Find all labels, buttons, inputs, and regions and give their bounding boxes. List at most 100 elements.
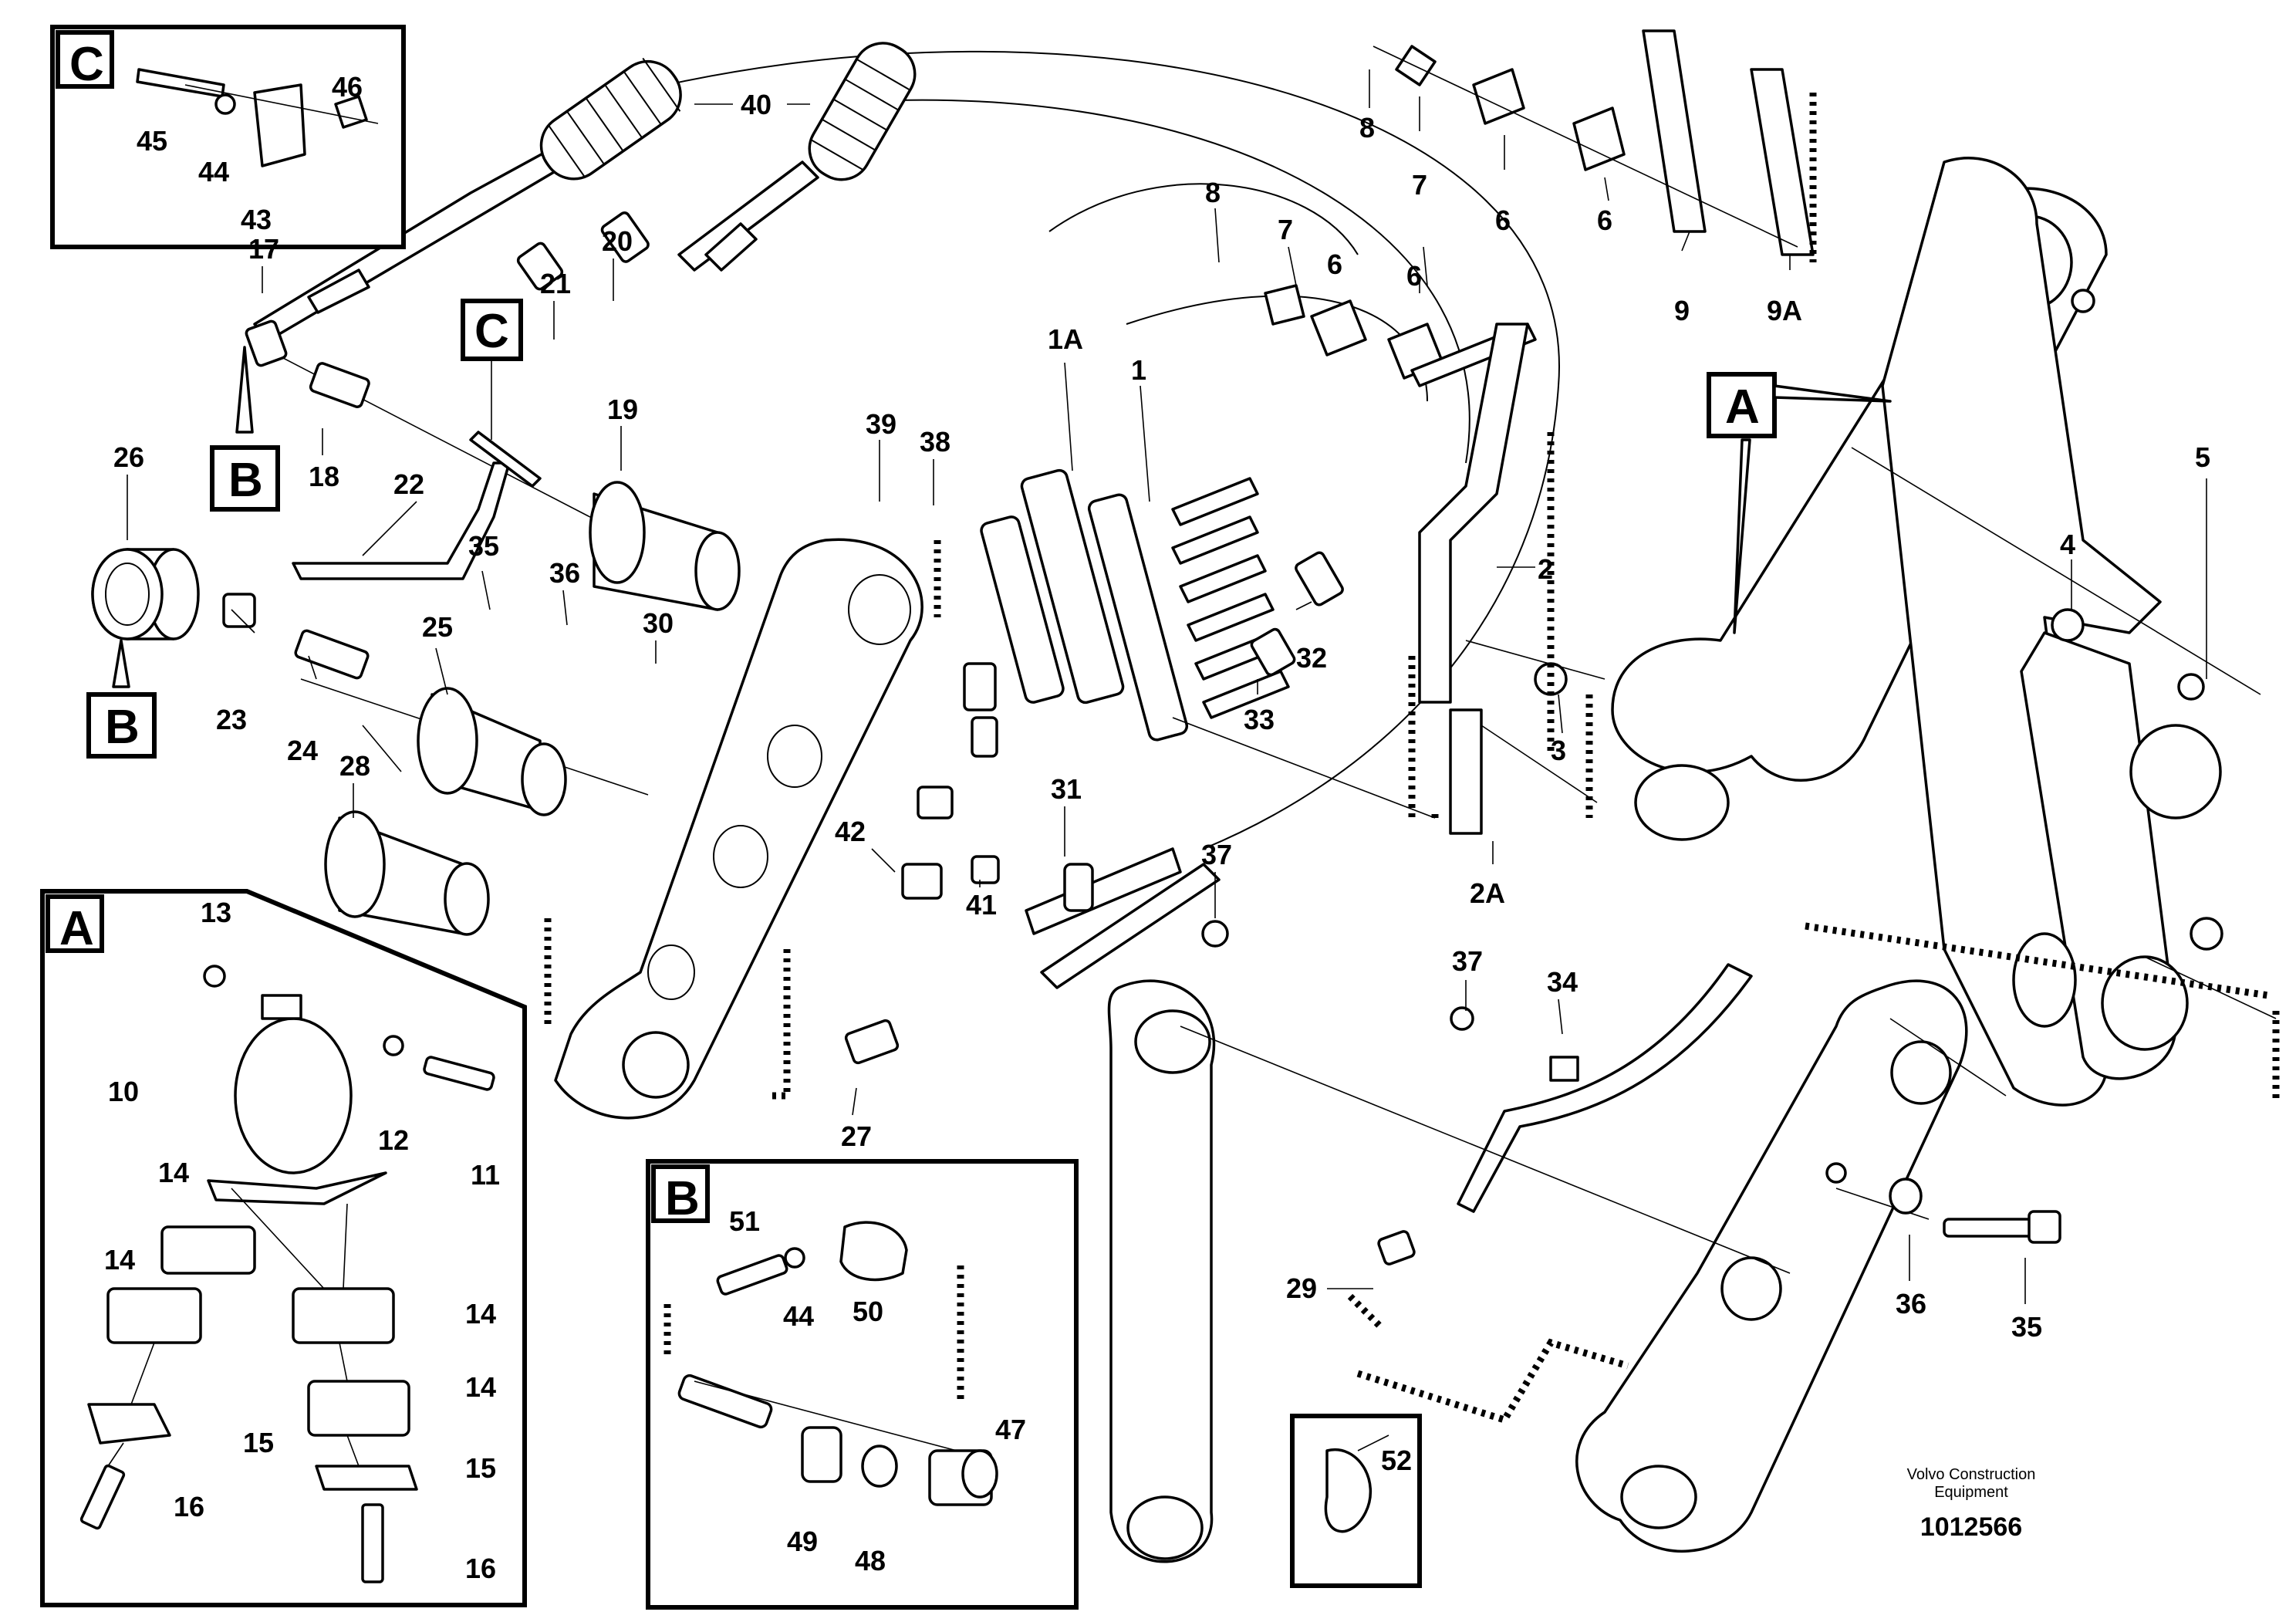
- callout-30: 30: [643, 607, 674, 639]
- callout-45: 45: [137, 125, 167, 157]
- callout-33: 33: [1244, 704, 1275, 735]
- callout-37-center: 37: [1201, 839, 1232, 870]
- inset-A-letter: A: [59, 902, 94, 955]
- callout-8-mid: 8: [1205, 177, 1221, 208]
- callout-11: 11: [471, 1159, 500, 1191]
- callout-3: 3: [1551, 735, 1566, 766]
- fasteners-right: [1347, 608, 2205, 1330]
- callout-36-right: 36: [1896, 1288, 1926, 1320]
- callout-6-mid-a: 6: [1327, 248, 1342, 280]
- callout-34: 34: [1547, 966, 1578, 998]
- callout-18: 18: [309, 461, 339, 492]
- callout-35-left: 35: [468, 530, 499, 562]
- callout-2A: 2A: [1470, 877, 1505, 909]
- callout-41: 41: [966, 889, 997, 921]
- callout-20: 20: [602, 225, 633, 257]
- callout-38: 38: [920, 426, 950, 458]
- tag-C-pipe: C: [474, 305, 509, 358]
- inset-B-letter: B: [665, 1172, 700, 1225]
- callout-4: 4: [2060, 529, 2075, 560]
- pin-28: [324, 810, 490, 936]
- callout-49: 49: [787, 1526, 818, 1557]
- callout-37-right: 37: [1452, 945, 1483, 977]
- callout-25: 25: [422, 611, 453, 643]
- company-line2: Equipment: [1934, 1484, 2008, 1501]
- callout-48: 48: [855, 1545, 886, 1576]
- callout-10: 10: [108, 1076, 139, 1107]
- inset-C: C: [50, 25, 406, 249]
- callout-15-b: 15: [465, 1452, 496, 1484]
- callout-14-c: 14: [465, 1298, 496, 1330]
- callout-24: 24: [287, 735, 318, 766]
- callout-14-a: 14: [158, 1157, 189, 1188]
- fittings-left: [222, 211, 695, 796]
- callout-6-mid-b: 6: [1406, 260, 1422, 292]
- callout-6-top-a: 6: [1495, 204, 1511, 236]
- company-line1: Volvo Construction: [1907, 1466, 2036, 1483]
- bushings: [91, 481, 741, 1026]
- boom-arm-right: [1851, 157, 2280, 1107]
- callout-29: 29: [1286, 1272, 1317, 1304]
- callout-51: 51: [729, 1205, 760, 1237]
- callout-6-top-b: 6: [1597, 204, 1612, 236]
- callout-12: 12: [378, 1124, 409, 1156]
- callout-9: 9: [1674, 295, 1690, 326]
- callout-17: 17: [248, 233, 279, 265]
- link-plate-left: [554, 538, 923, 1120]
- callout-32: 32: [1296, 642, 1327, 674]
- callout-23: 23: [216, 704, 247, 735]
- callout-16-a: 16: [174, 1491, 204, 1522]
- callout-42: 42: [835, 816, 866, 847]
- callout-39: 39: [866, 408, 896, 440]
- inset-52: [1290, 1414, 1422, 1588]
- bushing-26: [91, 548, 200, 640]
- callout-35-right: 35: [2011, 1311, 2042, 1343]
- callout-46: 46: [332, 71, 363, 103]
- tag-B-upper: B: [228, 454, 263, 507]
- tag-B-lower: B: [105, 701, 140, 754]
- callout-31: 31: [1051, 773, 1082, 805]
- callout-26: 26: [113, 441, 144, 473]
- callout-43: 43: [241, 204, 272, 235]
- callout-14-b: 14: [104, 1244, 135, 1276]
- callout-36-left: 36: [549, 557, 580, 589]
- footer: Volvo Construction Equipment 1012566: [1907, 1466, 2036, 1542]
- callout-1A: 1A: [1048, 323, 1083, 355]
- inset-A: A: [40, 889, 527, 1607]
- callout-47: 47: [995, 1414, 1026, 1445]
- callout-16-b: 16: [465, 1553, 496, 1584]
- drawing-number: 1012566: [1920, 1512, 2022, 1542]
- mount-plates: [1408, 323, 1606, 835]
- callout-44-B: 44: [783, 1300, 814, 1332]
- inset-C-letter: C: [69, 38, 104, 91]
- callout-2: 2: [1538, 553, 1553, 585]
- callout-50: 50: [853, 1296, 883, 1327]
- connecting-rod: [1107, 979, 1216, 1563]
- callout-19: 19: [607, 394, 638, 425]
- callout-7-mid: 7: [1278, 214, 1293, 245]
- callout-5: 5: [2195, 441, 2210, 473]
- callout-22: 22: [393, 468, 424, 500]
- letter-tags: B B C A: [86, 299, 1892, 759]
- callout-40: 40: [741, 89, 772, 120]
- pin-25: [417, 687, 567, 816]
- valve-block: [917, 468, 1439, 819]
- tag-A-right: A: [1725, 380, 1760, 434]
- lower-link-right: [1180, 922, 2269, 1553]
- inset-B: B: [646, 1159, 1079, 1610]
- callout-1: 1: [1131, 354, 1146, 386]
- callout-52: 52: [1381, 1445, 1412, 1476]
- pin-19: [589, 481, 741, 611]
- callout-21: 21: [540, 268, 571, 299]
- fittings-center: [844, 551, 1344, 1065]
- callouts: 40 17 20 21 18 19 22 26 23 24 25 35 36 3…: [104, 69, 2210, 1584]
- callout-14-d: 14: [465, 1371, 496, 1403]
- bellows-group: [307, 42, 917, 314]
- callout-8-top: 8: [1359, 112, 1375, 144]
- callout-27: 27: [841, 1120, 872, 1152]
- callout-9A: 9A: [1767, 295, 1802, 326]
- callout-13: 13: [201, 897, 231, 928]
- callout-28: 28: [339, 750, 370, 782]
- callout-44-C: 44: [198, 156, 229, 188]
